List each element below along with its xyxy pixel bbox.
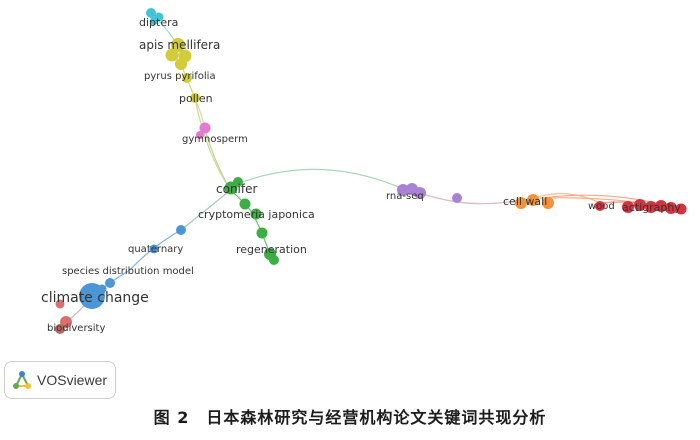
label-gymnosperm: gymnosperm — [182, 134, 248, 145]
node-salmon-3[interactable] — [55, 324, 65, 334]
label-cell-wall: cell wall — [503, 195, 547, 208]
label-conifer: conifer — [216, 182, 257, 196]
cluster-pink — [196, 122, 211, 139]
label-biodiversity: biodiversity — [47, 323, 105, 334]
node-labels: diptera apis mellifera pyrus pyrifolia p… — [41, 16, 681, 334]
node-orange-1[interactable] — [515, 197, 527, 209]
node-red-2[interactable] — [622, 201, 634, 213]
label-pollen: pollen — [179, 92, 213, 105]
label-wood: wood — [588, 201, 615, 212]
node-gymnosperm[interactable] — [199, 122, 211, 134]
node-wood[interactable] — [595, 201, 605, 211]
cluster-yellow — [165, 38, 200, 103]
node-rna-seq[interactable] — [397, 184, 409, 196]
node-pollen[interactable] — [190, 93, 200, 103]
node-yellow-2[interactable] — [165, 48, 179, 62]
link-rnaseq-cellwall — [419, 192, 521, 205]
label-climate-change: climate change — [41, 290, 149, 306]
label-species-distribution-model: species distribution model — [62, 266, 194, 277]
node-red-7[interactable] — [675, 203, 687, 215]
cluster-salmon — [55, 299, 72, 334]
node-red-5[interactable] — [655, 200, 667, 212]
node-green-5[interactable] — [256, 227, 268, 239]
node-cell-wall[interactable] — [527, 194, 539, 206]
vosviewer-badge: VOSviewer — [4, 361, 116, 399]
node-orange-3[interactable] — [542, 197, 554, 209]
cluster-cyan — [146, 8, 164, 25]
label-rna-seq: rna-seq — [386, 191, 424, 202]
label-apis-mellifera: apis mellifera — [139, 38, 220, 52]
label-quaternary: quaternary — [128, 244, 183, 255]
vosviewer-logo-icon — [13, 371, 31, 389]
node-green-2[interactable] — [233, 177, 243, 187]
cluster-orange — [515, 194, 554, 209]
node-diptera-c[interactable] — [150, 17, 158, 25]
node-diptera[interactable] — [146, 8, 156, 18]
node-purple-3[interactable] — [414, 187, 426, 199]
keyword-cooccurrence-network: diptera apis mellifera pyrus pyrifolia p… — [41, 8, 687, 334]
node-red-6[interactable] — [665, 202, 677, 214]
node-climate-change[interactable] — [79, 283, 105, 309]
node-actigraphy[interactable] — [645, 201, 657, 213]
node-quaternary[interactable] — [149, 244, 159, 254]
node-yellow-5[interactable] — [182, 73, 192, 83]
vosviewer-label: VOSviewer — [37, 372, 108, 388]
link-pollen-conifer — [194, 97, 229, 187]
cluster-purple — [397, 183, 462, 203]
node-apis-mellifera[interactable] — [171, 38, 185, 52]
cluster-blue — [79, 225, 186, 309]
label-pyrus-pyrifolia: pyrus pyrifolia — [144, 71, 216, 82]
label-diptera: diptera — [139, 16, 178, 29]
label-regeneration: regeneration — [236, 243, 307, 256]
node-red-3[interactable] — [634, 199, 646, 211]
figure-caption: 图 2 日本森林研究与经营机构论文关键词共现分析 — [153, 408, 547, 427]
cluster-red — [595, 199, 687, 215]
cluster-green — [224, 177, 279, 265]
node-cryptomeria-japonica[interactable] — [239, 198, 251, 210]
label-cryptomeria-japonica: cryptomeria japonica — [198, 208, 315, 221]
node-salmon-1[interactable] — [55, 299, 65, 309]
node-purple-4[interactable] — [452, 193, 462, 203]
node-species-distribution-model[interactable] — [105, 278, 115, 288]
node-green-4[interactable] — [250, 208, 262, 220]
node-pink-2[interactable] — [196, 131, 204, 139]
link-conifer-rnaseq — [231, 168, 411, 193]
node-blue-1[interactable] — [176, 225, 186, 235]
label-actigraphy: actigraphy — [622, 201, 681, 214]
node-green-7[interactable] — [269, 255, 279, 265]
node-pyrus-pyrifolia[interactable] — [175, 58, 187, 70]
